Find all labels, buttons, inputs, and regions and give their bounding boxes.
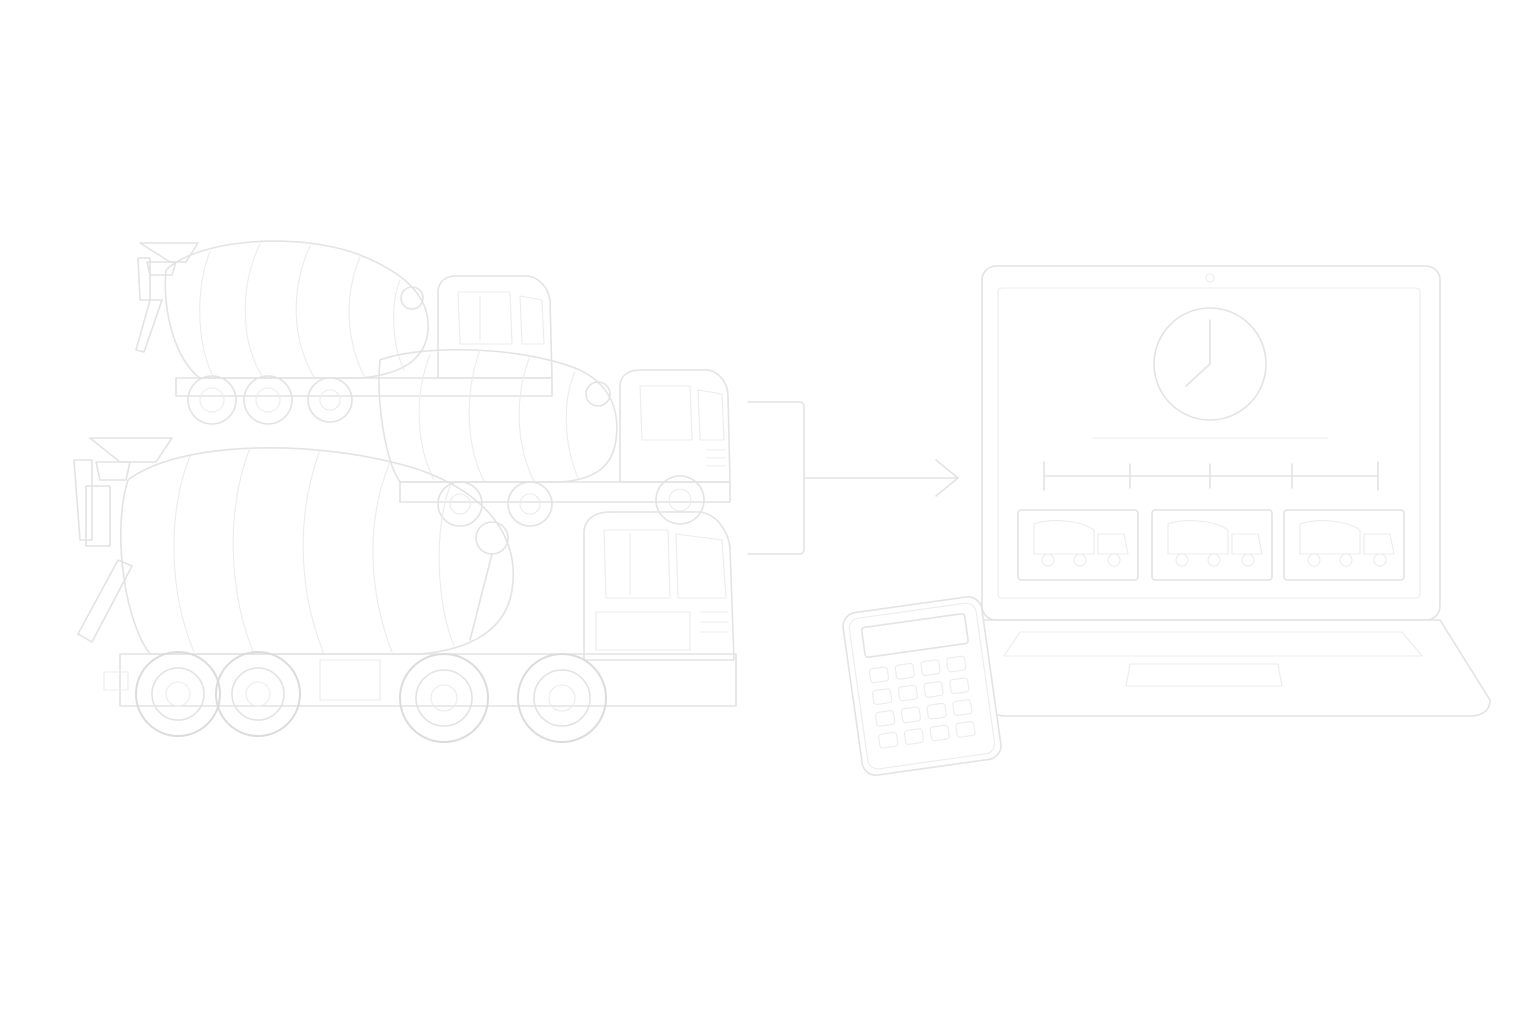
mixer-truck-front-icon bbox=[73, 437, 737, 743]
clock-icon bbox=[1153, 307, 1267, 421]
truck-card-icon bbox=[1151, 509, 1273, 581]
laptop-icon bbox=[981, 265, 1491, 717]
arrow-right-icon bbox=[747, 401, 959, 555]
calculator-icon bbox=[842, 596, 1002, 776]
mixer-truck-back-icon bbox=[135, 240, 553, 425]
mixer-truck-middle-icon bbox=[378, 349, 731, 527]
truck-card-icon bbox=[1017, 509, 1139, 581]
timeline-icon bbox=[1043, 461, 1379, 491]
truck-card-icon bbox=[1283, 509, 1405, 581]
